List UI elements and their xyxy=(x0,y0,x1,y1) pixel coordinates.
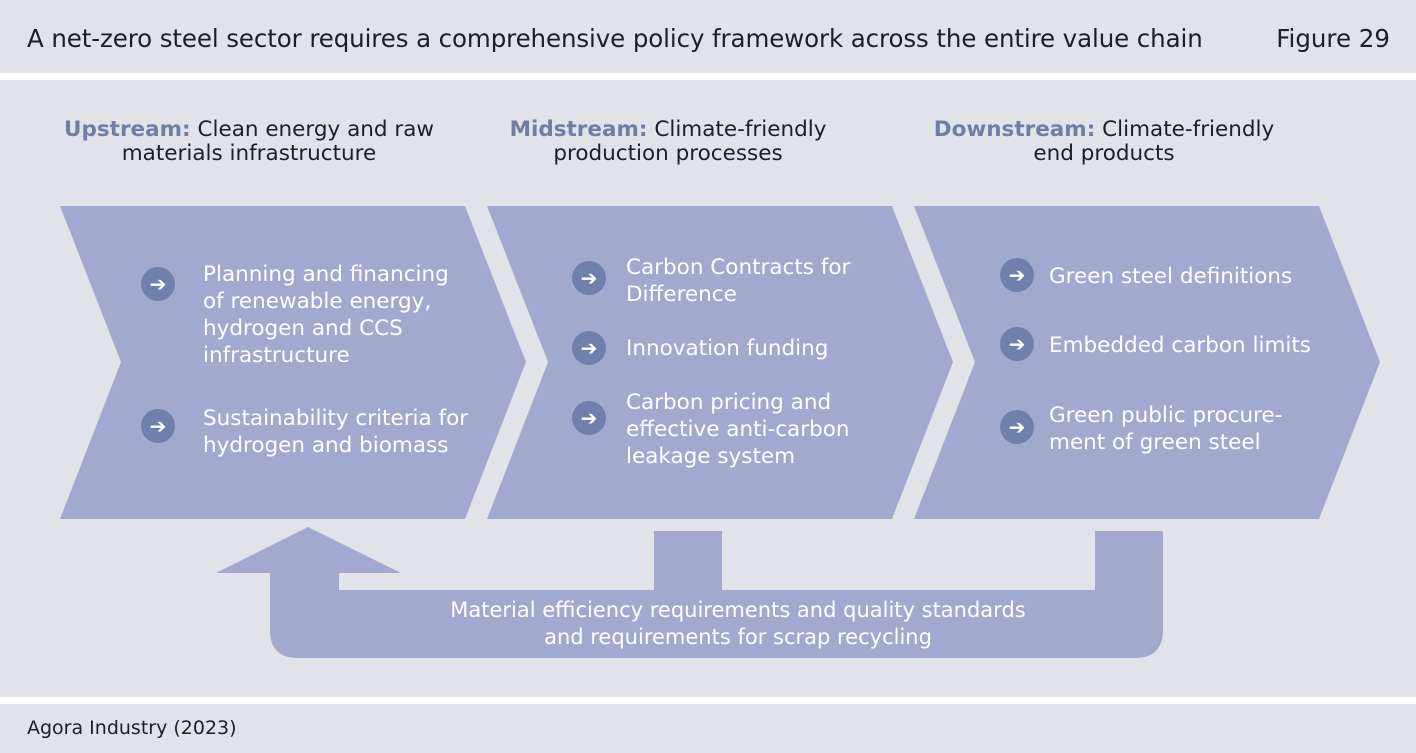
stage-heading-line2: production processes xyxy=(553,141,783,166)
footer-band xyxy=(0,704,1416,753)
arrow-right-icon: ➔ xyxy=(141,409,175,443)
source-note: Agora Industry (2023) xyxy=(27,717,237,739)
stage-heading-line1: Climate-friendly xyxy=(1102,117,1275,142)
arrow-right-icon: ➔ xyxy=(572,401,606,435)
downstream-chevron xyxy=(914,206,1380,519)
recycling-loop xyxy=(270,531,1163,658)
loop-line1: Material efficiency requirements and qua… xyxy=(450,598,1026,622)
stage-keyword: Upstream: xyxy=(64,117,191,142)
policy-item-text: Innovation funding xyxy=(626,336,829,361)
upstream-chevron xyxy=(60,206,526,519)
stage-heading-midstream: Midstream: Climate-friendly production p… xyxy=(448,118,888,166)
arrow-right-icon: ➔ xyxy=(1000,258,1034,292)
figure-title: A net-zero steel sector requires a compr… xyxy=(27,24,1203,53)
policy-item-text: Planning and financing of renewable ener… xyxy=(203,262,449,368)
stage-heading-line2: materials infrastructure xyxy=(121,141,377,166)
arrow-right-icon: ➔ xyxy=(1000,410,1034,444)
recycling-loop-arrowhead xyxy=(216,527,401,573)
policy-item-text: Green steel definitions xyxy=(1049,264,1293,289)
stage-heading-line1: Climate-friendly xyxy=(654,117,827,142)
policy-item-text: Carbon Contracts for Difference xyxy=(626,255,851,307)
arrow-right-icon: ➔ xyxy=(1000,327,1034,361)
stage-keyword: Downstream: xyxy=(933,117,1096,142)
stage-heading-line2: end products xyxy=(1033,141,1175,166)
policy-item-text: Sustainability criteria for hydrogen and… xyxy=(203,406,469,458)
stage-heading-line1: Clean energy and raw xyxy=(197,117,434,142)
midstream-chevron xyxy=(487,206,953,519)
arrow-right-icon: ➔ xyxy=(141,267,175,301)
policy-item-text: Carbon pricing and effective anti-carbon… xyxy=(626,390,850,469)
stage-keyword: Midstream: xyxy=(509,117,648,142)
header-band xyxy=(0,0,1416,73)
figure-number: Figure 29 xyxy=(1276,24,1390,53)
arrow-right-icon: ➔ xyxy=(572,331,606,365)
recycling-loop-text: Material efficiency requirements and qua… xyxy=(380,597,1096,651)
policy-item-text: Embedded carbon limits xyxy=(1049,333,1311,358)
loop-line2: and requirements for scrap recycling xyxy=(544,625,932,649)
arrow-right-icon: ➔ xyxy=(572,261,606,295)
policy-item-text: Green public procure-ment of green steel xyxy=(1049,403,1283,455)
stage-heading-downstream: Downstream: Climate-friendly end product… xyxy=(884,118,1324,166)
stage-heading-upstream: Upstream: Clean energy and raw materials… xyxy=(29,118,469,166)
